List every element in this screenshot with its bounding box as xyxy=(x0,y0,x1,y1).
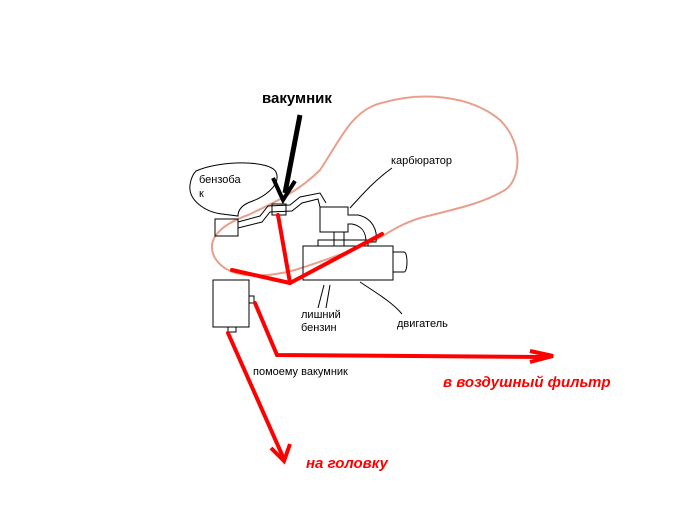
label-to-air-filter: в воздушный фильтр xyxy=(443,374,611,391)
red-lines xyxy=(226,213,547,459)
red-line-vacuum-to-junction xyxy=(276,213,292,285)
vacuum-arrow-shaft xyxy=(282,114,303,194)
lower-unit-bottom-port xyxy=(227,326,237,333)
carburetor-body xyxy=(319,206,377,243)
label-excess-fuel-line1: лишний xyxy=(301,309,341,321)
carburetor-leader xyxy=(349,167,393,209)
red-line-left-to-junction xyxy=(230,268,292,285)
vacuum-arrow-head xyxy=(271,177,297,205)
carburetor-neck xyxy=(333,232,345,246)
fuel-pipe xyxy=(237,192,327,223)
lower-unit-box xyxy=(212,279,250,328)
lower-unit-port xyxy=(248,295,255,304)
red-arrowhead-head xyxy=(269,443,292,465)
air-filter-outline xyxy=(210,95,519,277)
fuel-pipe-inner xyxy=(237,198,321,229)
fuel-tank-outline xyxy=(189,162,278,217)
engine-leader xyxy=(359,281,403,315)
label-fuel-tank-line1: бензоба xyxy=(199,174,241,186)
label-engine: двигатель xyxy=(397,318,448,330)
label-excess-fuel-line2: бензин xyxy=(301,322,337,334)
label-carburetor: карбюратор xyxy=(391,155,452,167)
red-arrowhead-air-filter xyxy=(529,349,554,364)
engine-side-pipe xyxy=(393,251,408,273)
excess-fuel-leader xyxy=(317,284,331,309)
label-fuel-tank-line2: к xyxy=(199,188,204,200)
red-line-to-head xyxy=(226,331,285,459)
red-line-junction-to-carb xyxy=(288,232,384,285)
label-to-head: на головку xyxy=(306,455,388,472)
label-probably-vacuum: помоему вакумник xyxy=(253,366,348,378)
red-line-to-air-filter xyxy=(253,301,547,359)
label-vacuum-unit: вакумник xyxy=(262,90,332,107)
